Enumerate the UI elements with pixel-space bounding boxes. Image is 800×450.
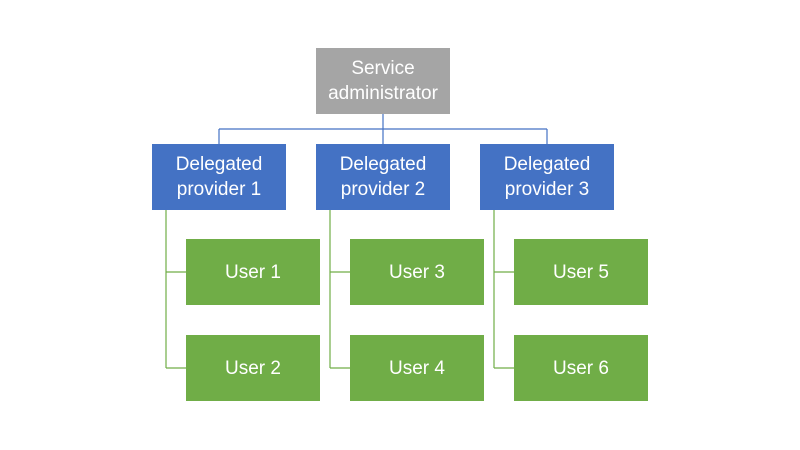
user-connectors [165, 210, 514, 369]
delegated-provider-2-node: Delegated provider 2 [316, 144, 450, 210]
service-administrator-node: Service administrator [316, 48, 450, 114]
root-connectors [218, 114, 548, 144]
delegated-provider-1-node: Delegated provider 1 [152, 144, 286, 210]
user-5-node: User 5 [514, 239, 648, 305]
user-2-node: User 2 [186, 335, 320, 401]
user-1-node: User 1 [186, 239, 320, 305]
user-4-node: User 4 [350, 335, 484, 401]
delegated-provider-3-node: Delegated provider 3 [480, 144, 614, 210]
user-6-node: User 6 [514, 335, 648, 401]
user-3-node: User 3 [350, 239, 484, 305]
